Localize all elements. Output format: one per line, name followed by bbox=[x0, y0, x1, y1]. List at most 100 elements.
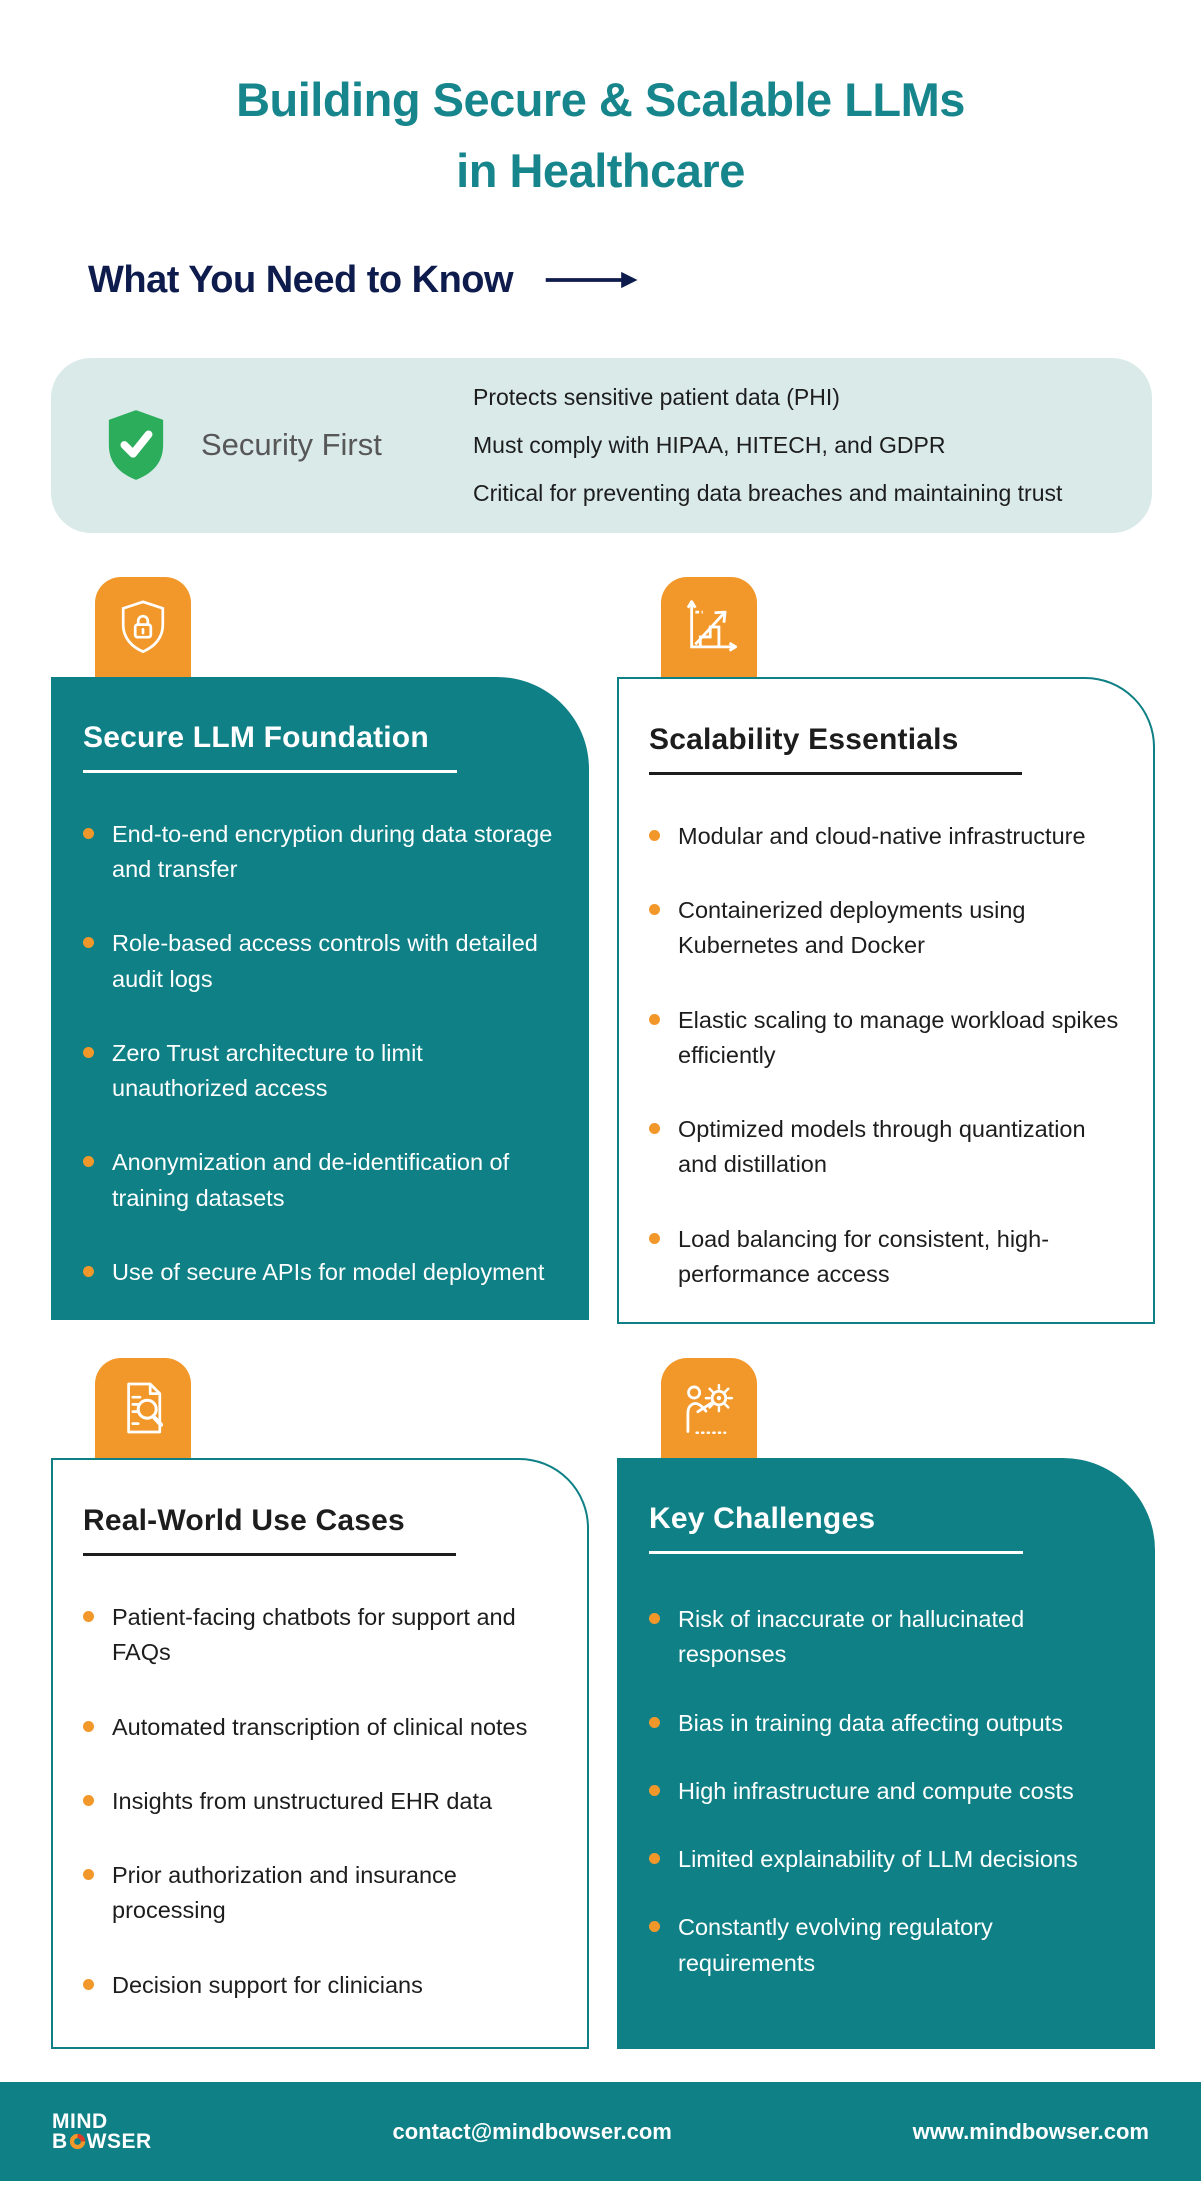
bullet-item: Limited explainability of LLM decisions bbox=[649, 1842, 1129, 1877]
bullet-dot bbox=[83, 1869, 94, 1881]
bullet-list: Patient-facing chatbots for support and … bbox=[83, 1600, 561, 2003]
security-first-left: Security First bbox=[105, 407, 473, 483]
bullet-item: Risk of inaccurate or hallucinated respo… bbox=[649, 1602, 1129, 1673]
bullet-text: Patient-facing chatbots for support and … bbox=[112, 1604, 516, 1666]
logo-line2: B WSER bbox=[52, 2129, 152, 2153]
bullet-dot bbox=[83, 937, 94, 949]
bullet-dot bbox=[83, 1611, 94, 1623]
security-first-points: Protects sensitive patient data (PHI) Mu… bbox=[473, 384, 1062, 507]
security-first-label: Security First bbox=[201, 427, 382, 463]
card-body-secure-llm-foundation: Secure LLM Foundation End-to-end encrypt… bbox=[51, 676, 589, 1321]
bullet-dot bbox=[649, 1921, 660, 1933]
bullet-dot bbox=[83, 1794, 94, 1806]
bullet-list: Modular and cloud-native infrastructure … bbox=[649, 819, 1127, 1292]
page-title-line2: in Healthcare bbox=[456, 144, 745, 198]
bullet-text: End-to-end encryption during data storag… bbox=[112, 820, 553, 883]
bullet-dot bbox=[649, 1784, 660, 1796]
document-search-icon-tab bbox=[95, 1358, 191, 1459]
shield-lock-icon bbox=[113, 597, 173, 657]
page-title: Building Secure & Scalable LLMs in Healt… bbox=[0, 64, 1201, 207]
bullet-item: Prior authorization and insurance proces… bbox=[83, 1858, 561, 1929]
card-body-key-challenges: Key Challenges Risk of inaccurate or hal… bbox=[617, 1458, 1155, 2050]
bullet-dot bbox=[83, 827, 94, 839]
card-key-challenges: Key Challenges Risk of inaccurate or hal… bbox=[617, 1358, 1155, 2050]
bullet-text: Optimized models through quantization an… bbox=[678, 1116, 1086, 1178]
card-title: Key Challenges bbox=[649, 1502, 876, 1536]
card-real-world-use-cases: Real-World Use Cases Patient-facing chat… bbox=[51, 1358, 589, 2050]
bullet-dot bbox=[649, 829, 660, 841]
bullet-item: Elastic scaling to manage workload spike… bbox=[649, 1003, 1127, 1074]
bullet-dot bbox=[83, 1978, 94, 1990]
mindbowser-logo: MIND B WSER bbox=[52, 2111, 152, 2153]
website-link[interactable]: www.mindbowser.com bbox=[912, 2118, 1149, 2144]
kicker-text: What You Need to Know bbox=[88, 258, 514, 301]
bullet-text: Bias in training data affecting outputs bbox=[678, 1709, 1063, 1736]
bullet-item: Anonymization and de-identification of t… bbox=[83, 1145, 563, 1216]
bullet-text: Automated transcription of clinical note… bbox=[112, 1713, 528, 1740]
bullet-list: End-to-end encryption during data storag… bbox=[83, 817, 563, 1290]
person-gear-icon-tab bbox=[661, 1358, 757, 1459]
bullet-dot bbox=[649, 904, 660, 916]
growth-chart-icon-tab bbox=[661, 576, 757, 677]
bullet-dot bbox=[649, 1232, 660, 1244]
bullet-dot bbox=[83, 1720, 94, 1732]
logo-line2-end: WSER bbox=[86, 2129, 152, 2153]
bullet-text: Decision support for clinicians bbox=[112, 1971, 423, 1998]
cards-row-1: Secure LLM Foundation End-to-end encrypt… bbox=[51, 576, 1155, 1325]
document-search-icon bbox=[113, 1378, 173, 1438]
bullet-item: End-to-end encryption during data storag… bbox=[83, 817, 563, 888]
bullet-text: Anonymization and de-identification of t… bbox=[112, 1149, 510, 1211]
bullet-dot bbox=[649, 1013, 660, 1025]
bullet-text: Role-based access controls with detailed… bbox=[112, 930, 538, 992]
bullet-dot bbox=[649, 1853, 660, 1865]
title-underline bbox=[83, 1553, 456, 1557]
bullet-text: Use of secure APIs for model deployment bbox=[112, 1258, 545, 1285]
card-title: Scalability Essentials bbox=[649, 722, 959, 756]
bullet-dot bbox=[83, 1046, 94, 1058]
bullet-text: Limited explainability of LLM decisions bbox=[678, 1846, 1078, 1873]
card-body-scalability-essentials: Scalability Essentials Modular and cloud… bbox=[617, 676, 1155, 1325]
bullet-list: Risk of inaccurate or hallucinated respo… bbox=[649, 1602, 1129, 1981]
security-point: Critical for preventing data breaches an… bbox=[473, 479, 1063, 506]
bullet-dot bbox=[649, 1716, 660, 1728]
bullet-item: Insights from unstructured EHR data bbox=[83, 1784, 561, 1819]
shield-check-icon bbox=[105, 407, 167, 483]
card-body-real-world-use-cases: Real-World Use Cases Patient-facing chat… bbox=[51, 1458, 589, 2050]
bullet-item: Use of secure APIs for model deployment bbox=[83, 1255, 563, 1290]
person-gear-icon bbox=[678, 1377, 740, 1439]
contact-email-link[interactable]: contact@mindbowser.com bbox=[392, 2118, 672, 2144]
bullet-text: Load balancing for consistent, high-perf… bbox=[678, 1225, 1050, 1287]
security-point: Protects sensitive patient data (PHI) bbox=[473, 383, 840, 410]
card-title: Real-World Use Cases bbox=[83, 1504, 405, 1538]
shield-lock-icon-tab bbox=[95, 576, 191, 677]
bullet-item: Automated transcription of clinical note… bbox=[83, 1710, 561, 1745]
growth-chart-icon bbox=[678, 596, 740, 658]
bullet-text: Modular and cloud-native infrastructure bbox=[678, 822, 1086, 849]
bullet-text: Zero Trust architecture to limit unautho… bbox=[112, 1039, 423, 1102]
bullet-item: Role-based access controls with detailed… bbox=[83, 926, 563, 997]
card-title: Secure LLM Foundation bbox=[83, 720, 429, 754]
bullet-text: Containerized deployments using Kubernet… bbox=[678, 897, 1026, 959]
bullet-item: High infrastructure and compute costs bbox=[649, 1774, 1129, 1809]
page-title-line1: Building Secure & Scalable LLMs bbox=[236, 73, 965, 126]
bullet-item: Load balancing for consistent, high-perf… bbox=[649, 1222, 1127, 1293]
bullet-item: Bias in training data affecting outputs bbox=[649, 1706, 1129, 1741]
bullet-dot bbox=[83, 1156, 94, 1168]
bullet-item: Decision support for clinicians bbox=[83, 1968, 561, 2003]
title-underline bbox=[649, 771, 1022, 775]
bullet-dot bbox=[649, 1613, 660, 1625]
bullet-text: High infrastructure and compute costs bbox=[678, 1777, 1074, 1804]
footer-bar: MIND B WSER contact@mindbowser.com www.m… bbox=[0, 2082, 1201, 2181]
card-secure-llm-foundation: Secure LLM Foundation End-to-end encrypt… bbox=[51, 576, 589, 1324]
security-point: Must comply with HIPAA, HITECH, and GDPR bbox=[473, 431, 946, 458]
title-underline bbox=[649, 1551, 1024, 1555]
card-scalability-essentials: Scalability Essentials Modular and cloud… bbox=[617, 576, 1155, 1325]
bullet-text: Prior authorization and insurance proces… bbox=[112, 1862, 457, 1924]
bullet-item: Patient-facing chatbots for support and … bbox=[83, 1600, 561, 1671]
bullet-text: Elastic scaling to manage workload spike… bbox=[678, 1006, 1119, 1068]
logo-swirl-o-icon bbox=[68, 2133, 87, 2150]
cards-row-2: Real-World Use Cases Patient-facing chat… bbox=[51, 1358, 1155, 2050]
bullet-item: Containerized deployments using Kubernet… bbox=[649, 893, 1127, 964]
bullet-dot bbox=[83, 1265, 94, 1277]
bullet-text: Constantly evolving regulatory requireme… bbox=[678, 1914, 993, 1976]
